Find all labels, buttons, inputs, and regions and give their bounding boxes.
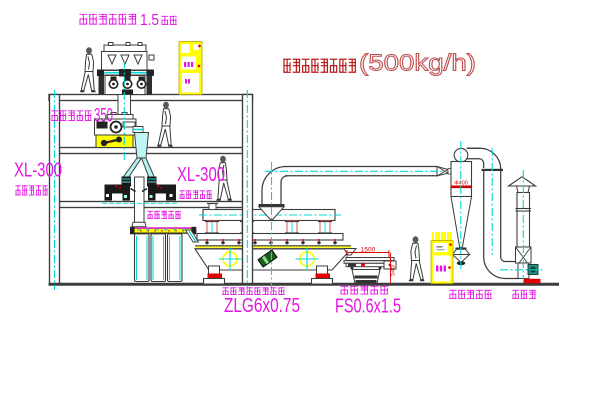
- svg-text:FS0.6x1.5: FS0.6x1.5: [335, 296, 401, 318]
- svg-text:1.5: 1.5: [140, 12, 159, 29]
- svg-text:1500: 1500: [361, 247, 376, 254]
- svg-text:545: 545: [390, 265, 397, 276]
- svg-text:XL-300: XL-300: [177, 164, 225, 186]
- svg-text:ZLG6x0.75: ZLG6x0.75: [224, 295, 300, 317]
- svg-text:350: 350: [94, 106, 113, 127]
- svg-text:XL-300: XL-300: [14, 160, 62, 182]
- svg-text:(500kg/h): (500kg/h): [359, 50, 476, 76]
